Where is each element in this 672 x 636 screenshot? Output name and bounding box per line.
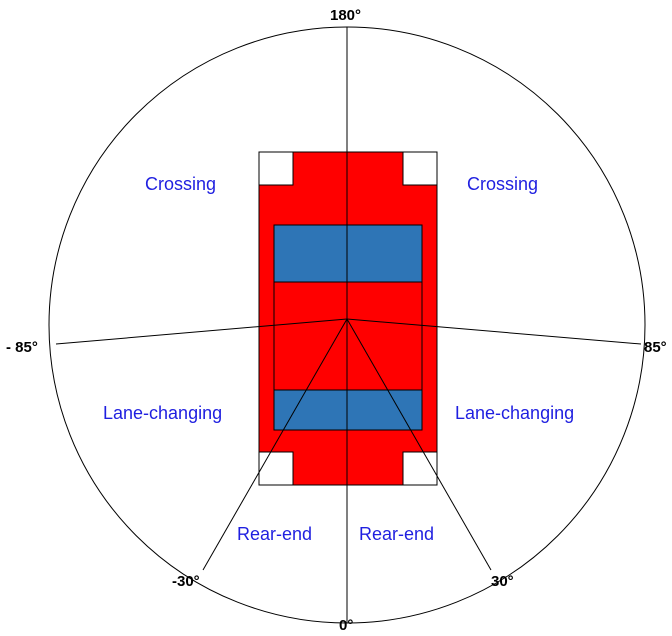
angle-label-180: 180° xyxy=(330,7,361,24)
line-minus-30 xyxy=(202,318,348,571)
corner-notch-rear-right xyxy=(402,451,438,486)
vehicle-body xyxy=(258,151,438,486)
line-85 xyxy=(346,318,642,345)
line-minus-85 xyxy=(55,318,348,345)
corner-notch-front-right xyxy=(402,151,438,186)
line-30 xyxy=(346,318,492,571)
corner-notch-rear-left xyxy=(258,451,294,486)
angle-label-minus-85: - 85° xyxy=(6,339,38,356)
rear-window xyxy=(273,389,423,431)
angle-label-minus-30: -30° xyxy=(172,573,200,590)
angle-label-30: 30° xyxy=(491,573,514,590)
vehicle xyxy=(258,151,438,486)
region-lane-changing-right: Lane-changing xyxy=(455,403,574,423)
region-rear-end-right: Rear-end xyxy=(359,524,434,544)
region-lane-changing-left: Lane-changing xyxy=(103,403,222,423)
region-crossing-right: Crossing xyxy=(467,174,538,194)
angle-label-85: 85° xyxy=(644,339,667,356)
front-window xyxy=(273,224,423,283)
sector-lines xyxy=(55,27,642,623)
region-crossing-left: Crossing xyxy=(145,174,216,194)
region-rear-end-left: Rear-end xyxy=(237,524,312,544)
angle-label-0: 0° xyxy=(339,617,353,634)
corner-notch-front-left xyxy=(258,151,294,186)
